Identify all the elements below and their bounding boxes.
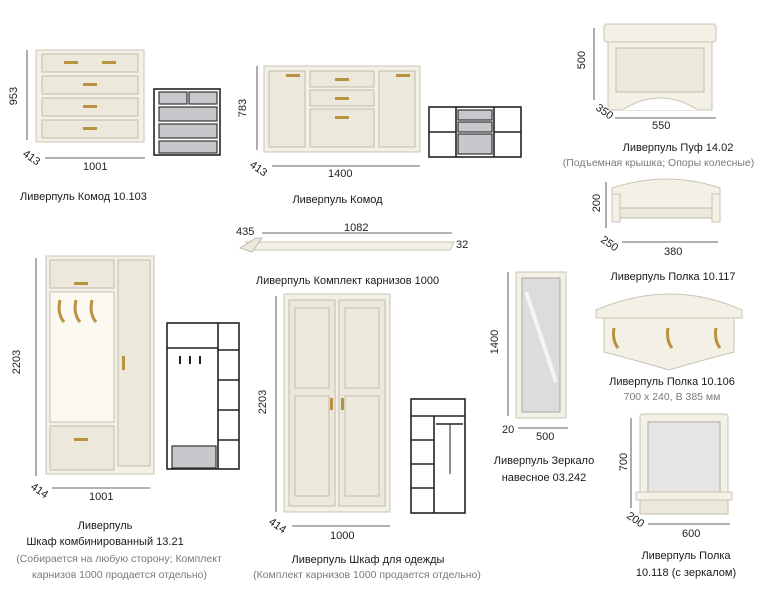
shkaf-odezhdy-dim-lines [275, 296, 390, 527]
shkaf-odezhdy-label: Ливерпуль Шкаф для одежды [291, 554, 445, 566]
polka-10117-dim-lines [605, 182, 718, 243]
polka-10118-label-line2: 10.118 (с зеркалом) [635, 567, 737, 579]
komod-image [263, 65, 421, 153]
komod-height: 783 [237, 98, 249, 118]
karniz-width: 1082 [344, 222, 369, 234]
polka-10117-depth: 250 [598, 233, 621, 255]
polka-10118-width: 600 [682, 528, 701, 540]
komod-label: Ливерпуль Комод [292, 194, 383, 206]
shkaf-odezhdy-depth: 414 [266, 515, 289, 537]
shkaf-odezhdy-width: 1000 [330, 530, 355, 542]
komod-10103-dim-lines [26, 50, 145, 159]
karniz-depth: 435 [236, 226, 255, 238]
karniz-height: 32 [456, 239, 469, 251]
shkaf-komb-width: 1001 [89, 491, 114, 503]
puf-image [603, 23, 717, 111]
shkaf-odezhdy-height: 2203 [257, 389, 269, 415]
puf-dim-lines [593, 28, 716, 119]
komod-10103-width: 1001 [83, 161, 108, 173]
karniz-image [238, 237, 455, 253]
shkaf-komb-depth: 414 [28, 480, 51, 502]
polka-10118-dim-lines [630, 418, 730, 525]
komod-10103-image [35, 49, 145, 143]
shkaf-odezhdy-image [283, 293, 391, 513]
polka-10106-image [595, 293, 743, 371]
zerkalo-dim-lines [507, 272, 568, 429]
komod-10103-label: Ливерпуль Комод 10.103 [20, 191, 147, 203]
zerkalo-depth: 20 [502, 424, 515, 436]
zerkalo-width: 500 [536, 431, 555, 443]
shkaf-komb-height: 2203 [11, 349, 23, 375]
zerkalo-height: 1400 [489, 329, 501, 355]
komod-10103-scheme [153, 88, 221, 156]
shkaf-komb-scheme [166, 322, 240, 470]
puf-width: 550 [652, 120, 671, 132]
shkaf-komb-note-line1: (Собирается на любую сторону; Комплект [16, 553, 222, 565]
zerkalo-image [515, 271, 567, 419]
komod-width: 1400 [328, 168, 353, 180]
shkaf-komb-label-line1: Ливерпуль [77, 520, 133, 532]
shkaf-odezhdy-note: (Комплект карнизов 1000 продается отдель… [253, 569, 481, 581]
puf-note: (Подъемная крышка; Опоры колесные) [562, 157, 755, 169]
komod-depth: 413 [247, 158, 270, 180]
zerkalo-label-line2: навесное 03.242 [501, 472, 587, 484]
polka-10118-image [635, 413, 733, 515]
polka-10117-width: 380 [664, 246, 683, 258]
polka-10117-height: 200 [591, 193, 603, 213]
komod-dim-lines [256, 66, 420, 167]
shkaf-odezhdy-scheme [410, 398, 466, 514]
karniz-dim-lines [262, 232, 452, 234]
komod-10103-height: 953 [8, 86, 20, 106]
polka-10117-image [611, 178, 721, 223]
polka-10106-label: Ливерпуль Полка 10.106 [609, 376, 735, 388]
polka-10117-label: Ливерпуль Полка 10.117 [610, 271, 736, 283]
shkaf-komb-label-line2: Шкаф комбинированный 13.21 [26, 536, 184, 548]
polka-10118-height: 700 [618, 452, 630, 472]
komod-10103-depth: 413 [20, 147, 43, 169]
puf-height: 500 [576, 50, 588, 70]
shkaf-komb-dim-lines [35, 258, 150, 489]
polka-10118-label-line1: Ливерпуль Полка [641, 550, 731, 562]
polka-10106-note: 700 х 240, В 385 мм [623, 391, 721, 403]
puf-label: Ливерпуль Пуф 14.02 [622, 142, 734, 154]
shkaf-komb-note-line2: карнизов 1000 продается отдельно) [31, 569, 208, 581]
zerkalo-label-line1: Ливерпуль Зеркало [493, 455, 595, 467]
komod-scheme [428, 106, 522, 158]
shkaf-komb-image [45, 255, 155, 475]
karniz-label: Ливерпуль Комплект карнизов 1000 [255, 275, 440, 287]
